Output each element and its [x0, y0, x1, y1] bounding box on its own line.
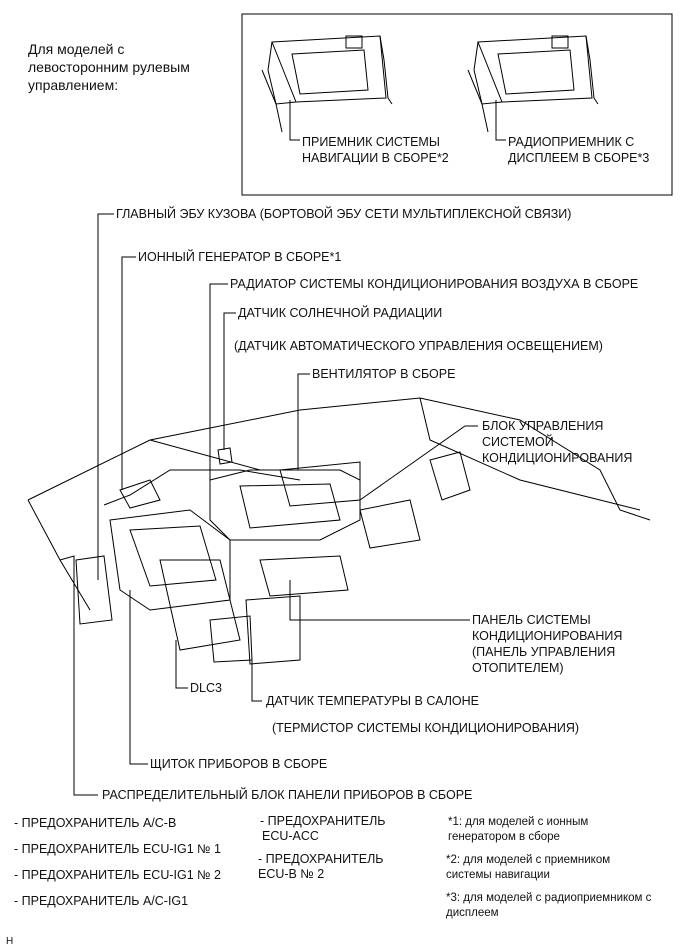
label-line: СИСТЕМОЙ: [482, 435, 554, 449]
label-line: ПРИЕМНИК СИСТЕМЫ: [302, 135, 440, 149]
fuse-item-value: ECU-B № 2: [258, 867, 325, 881]
navigation-receiver-drawing: [261, 35, 393, 133]
ac-radiator-label: РАДИАТОР СИСТЕМЫ КОНДИЦИОНИРОВАНИЯ ВОЗДУ…: [230, 277, 639, 291]
leader-room-temp: [251, 660, 262, 702]
footnote: дисплеем: [446, 907, 499, 919]
radio-receiver-label: РАДИОПРИЕМНИК С ДИСПЛЕЕМ В СБОРЕ*3: [508, 134, 649, 166]
solar-sensor-note: (ДАТЧИК АВТОМАТИЧЕСКОГО УПРАВЛЕНИЯ ОСВЕЩ…: [234, 339, 603, 353]
fuse-item: - ПРЕДОХРАНИТЕЛЬ: [258, 852, 384, 866]
dlc3-label: DLC3: [190, 681, 222, 695]
leader-ion-generator: [121, 256, 136, 490]
lhd-note-line: Для моделей с: [28, 41, 125, 57]
label-line: НАВИГАЦИИ В СБОРЕ*2: [302, 151, 449, 165]
fuse-item: - ПРЕДОХРАНИТЕЛЬ ECU-IG1 № 1: [14, 842, 221, 856]
leader-ac-radiator: [209, 283, 228, 485]
leader-main-body-ecu: [97, 213, 114, 580]
fuse-item: - ПРЕДОХРАНИТЕЛЬ A/C-IG1: [14, 894, 189, 908]
fuse-item-value: ECU-ACC: [262, 829, 319, 843]
main-body-ecu-label: ГЛАВНЫЙ ЭБУ КУЗОВА (БОРТОВОЙ ЭБУ СЕТИ МУ…: [116, 207, 572, 221]
leader-ac-control-unit: [359, 425, 478, 501]
label-line: БЛОК УПРАВЛЕНИЯ: [482, 419, 604, 433]
footnote: *2: для моделей с приемником: [446, 854, 611, 866]
radio-receiver-drawing: [467, 35, 599, 133]
label-line: ПАНЕЛЬ СИСТЕМЫ: [472, 613, 591, 627]
room-temp-sensor-label: ДАТЧИК ТЕМПЕРАТУРЫ В САЛОНЕ: [266, 694, 480, 708]
fuse-item: - ПРЕДОХРАНИТЕЛЬ ECU-IG1 № 2: [14, 868, 221, 882]
solar-sensor-label: ДАТЧИК СОЛНЕЧНОЙ РАДИАЦИИ: [238, 306, 443, 320]
label-line: ОТОПИТЕЛЕМ): [472, 661, 564, 675]
label-line: РАДИОПРИЕМНИК С: [508, 135, 635, 149]
label-line: (ПАНЕЛЬ УПРАВЛЕНИЯ: [472, 645, 616, 659]
lhd-note-line: левосторонним рулевым: [28, 59, 190, 75]
leader-solar-sensor: [223, 312, 236, 450]
blower-label: ВЕНТИЛЯТОР В СБОРЕ: [312, 367, 456, 381]
fuse-item: - ПРЕДОХРАНИТЕЛЬ: [260, 814, 386, 828]
ion-generator-label: ИОННЫЙ ГЕНЕРАТОР В СБОРЕ*1: [138, 250, 342, 264]
lhd-note: Для моделей с левосторонним рулевым упра…: [28, 40, 190, 94]
combination-meter-label: ЩИТОК ПРИБОРОВ В СБОРЕ: [150, 757, 328, 771]
ac-panel-label: ПАНЕЛЬ СИСТЕМЫ КОНДИЦИОНИРОВАНИЯ (ПАНЕЛЬ…: [472, 612, 622, 676]
junction-block-label: РАСПРЕДЕЛИТЕЛЬНЫЙ БЛОК ПАНЕЛИ ПРИБОРОВ В…: [102, 788, 473, 802]
corner-mark: H: [6, 936, 14, 947]
room-temp-sensor-note: (ТЕРМИСТОР СИСТЕМЫ КОНДИЦИОНИРОВАНИЯ): [272, 721, 580, 735]
leader-combination-meter: [129, 590, 148, 765]
footnote: системы навигации: [446, 869, 550, 881]
fuse-item: - ПРЕДОХРАНИТЕЛЬ A/C-B: [14, 816, 177, 830]
inset-frame: [241, 13, 673, 196]
label-line: ДИСПЛЕЕМ В СБОРЕ*3: [508, 151, 650, 165]
leader-blower: [297, 373, 310, 470]
label-line: КОНДИЦИОНИРОВАНИЯ: [482, 451, 633, 465]
lhd-note-line: управлением:: [28, 77, 119, 93]
footnote: *3: для моделей с радиоприемником с: [446, 892, 652, 904]
leader-ac-panel: [289, 580, 470, 621]
ac-control-unit-label: БЛОК УПРАВЛЕНИЯ СИСТЕМОЙ КОНДИЦИОНИРОВАН…: [482, 418, 632, 466]
footnote: генератором в сборе: [448, 831, 560, 843]
leader-junction-block: [73, 620, 98, 796]
dashboard-drawing: [27, 397, 651, 665]
navigation-receiver-label: ПРИЕМНИК СИСТЕМЫ НАВИГАЦИИ В СБОРЕ*2: [302, 134, 449, 166]
leader-dlc3: [175, 640, 188, 689]
footnote: *1: для моделей с ионным: [448, 816, 589, 828]
label-line: КОНДИЦИОНИРОВАНИЯ: [472, 629, 623, 643]
